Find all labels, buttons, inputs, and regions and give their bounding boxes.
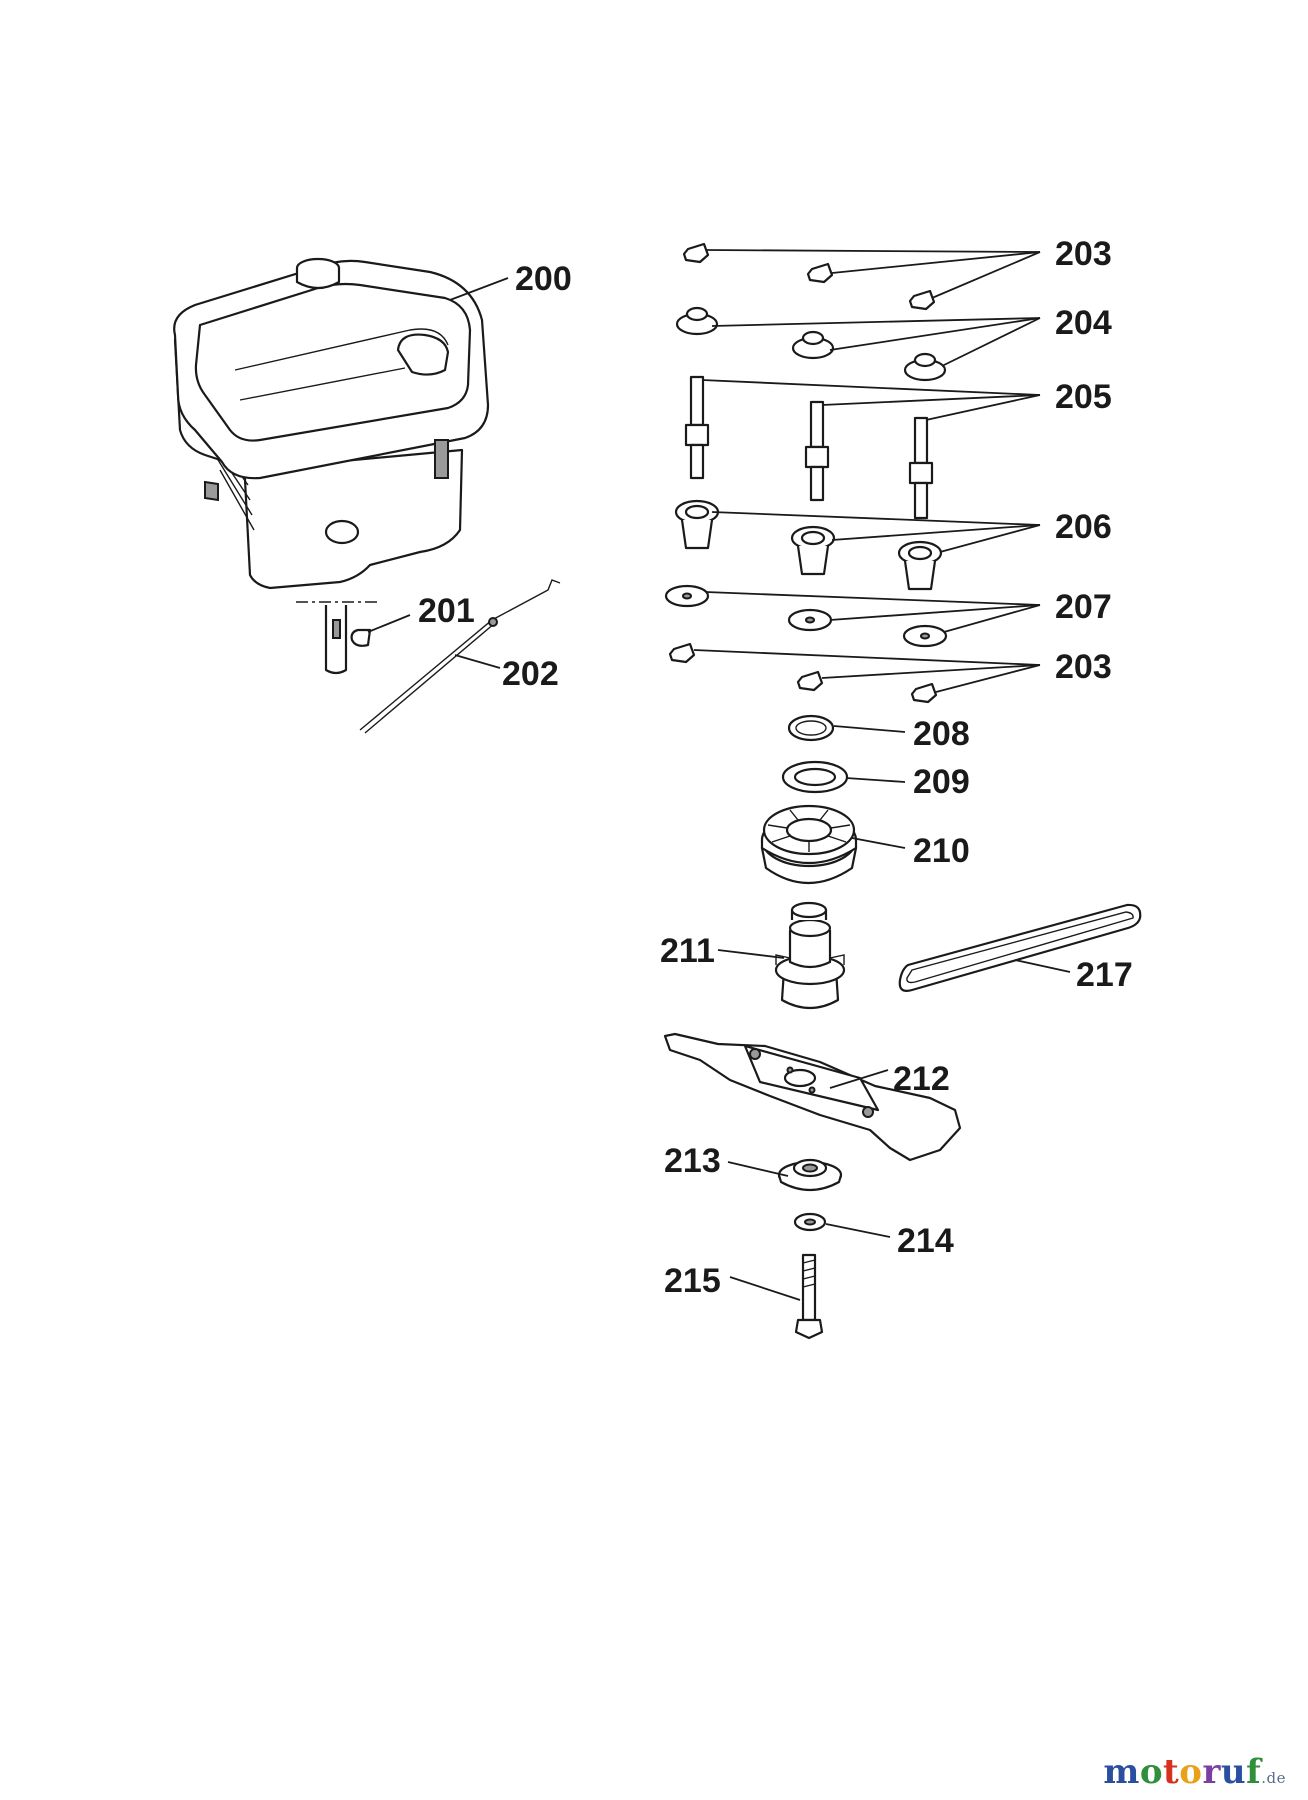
- watermark-logo: motoruf.de: [1103, 1752, 1286, 1792]
- leader-210: [851, 837, 906, 849]
- callout-206[interactable]: 206: [1055, 508, 1112, 546]
- spacer-206[interactable]: [674, 499, 943, 591]
- cable-202[interactable]: [359, 579, 561, 734]
- leader-205-2: [821, 394, 1041, 406]
- leader-217: [1014, 959, 1071, 973]
- leader-202: [454, 654, 501, 669]
- leader-207-1: [705, 591, 1041, 606]
- leader-204-3: [941, 317, 1041, 367]
- callout-215[interactable]: 215: [664, 1262, 721, 1300]
- blade-bolt-215[interactable]: [794, 1253, 824, 1340]
- leader-206-2: [831, 524, 1041, 541]
- mower-blade-212[interactable]: [663, 1032, 962, 1162]
- callout-204[interactable]: 204: [1055, 304, 1112, 342]
- callout-208[interactable]: 208: [913, 715, 970, 753]
- leader-200: [449, 277, 509, 301]
- callout-209[interactable]: 209: [913, 763, 970, 801]
- leader-204-2: [829, 317, 1041, 351]
- leader-207-2: [829, 604, 1041, 621]
- callout-217[interactable]: 217: [1076, 956, 1133, 994]
- leader-213: [727, 1161, 789, 1177]
- watermark-text: motoruf: [1103, 1752, 1262, 1792]
- pulley-210[interactable]: [760, 804, 858, 885]
- leader-203b-3: [935, 664, 1041, 693]
- leader-209: [845, 777, 906, 783]
- blade-adapter-211[interactable]: [774, 901, 846, 1010]
- callout-203-lower[interactable]: 203: [1055, 648, 1112, 686]
- leader-206-1: [711, 511, 1041, 526]
- callout-201[interactable]: 201: [418, 592, 475, 630]
- callout-214[interactable]: 214: [897, 1222, 954, 1260]
- leader-205-1: [701, 379, 1041, 396]
- nut-203-lower[interactable]: [668, 642, 938, 704]
- callout-207[interactable]: 207: [1055, 588, 1112, 626]
- engine-200[interactable]: [173, 257, 490, 590]
- leader-203a-1: [705, 249, 1041, 253]
- callout-205[interactable]: 205: [1055, 378, 1112, 416]
- leader-208: [833, 725, 906, 733]
- leader-215: [729, 1276, 801, 1301]
- bushing-204[interactable]: [675, 306, 947, 382]
- nut-203-top[interactable]: [682, 242, 936, 311]
- leader-203a-3: [931, 251, 1041, 299]
- stud-bolt-205[interactable]: [684, 375, 934, 520]
- callout-212[interactable]: 212: [893, 1060, 950, 1098]
- blade-holder-213[interactable]: [777, 1158, 843, 1192]
- leader-206-3: [939, 524, 1041, 553]
- shaft-key-201[interactable]: [296, 601, 380, 675]
- callout-200[interactable]: 200: [515, 260, 572, 298]
- leader-214: [825, 1223, 891, 1238]
- circlip-208[interactable]: [787, 714, 835, 742]
- callout-203-top[interactable]: 203: [1055, 235, 1112, 273]
- callout-202[interactable]: 202: [502, 655, 559, 693]
- leader-203a-2: [831, 251, 1041, 274]
- leader-204-1: [711, 317, 1041, 327]
- leader-201: [367, 614, 411, 633]
- watermark-suffix: .de: [1261, 1769, 1286, 1787]
- v-belt-217[interactable]: [898, 903, 1142, 992]
- callout-211[interactable]: 211: [660, 932, 715, 970]
- leader-207-3: [943, 604, 1041, 633]
- leader-203b-2: [821, 664, 1041, 679]
- washer-207[interactable]: [664, 584, 948, 648]
- callout-213[interactable]: 213: [664, 1142, 721, 1180]
- leader-211: [717, 949, 785, 959]
- leader-212: [829, 1069, 889, 1089]
- leader-203b-1: [693, 649, 1041, 666]
- washer-214[interactable]: [793, 1212, 827, 1232]
- ring-209[interactable]: [781, 760, 849, 794]
- callout-210[interactable]: 210: [913, 832, 970, 870]
- leader-205-3: [925, 394, 1041, 421]
